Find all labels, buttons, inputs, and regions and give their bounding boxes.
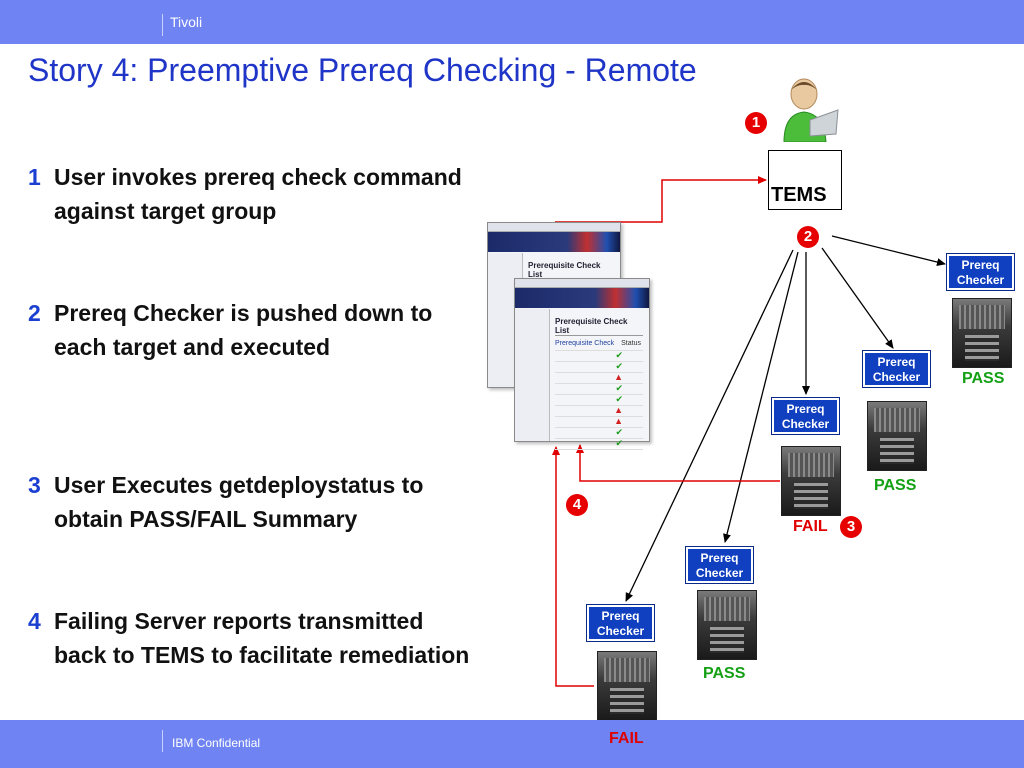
- status-fail-2-overlay: FAIL: [609, 730, 644, 747]
- step-number: 3: [28, 472, 41, 498]
- brand-label: Tivoli: [170, 14, 203, 30]
- confidential-label: IBM Confidential: [172, 736, 261, 750]
- status-fail-1: FAIL: [793, 518, 828, 535]
- checklist-heading: Prerequisite Check List: [555, 317, 643, 336]
- checklist-row: ✔: [555, 350, 643, 362]
- checklist-row: ▲: [555, 416, 643, 428]
- checker-label-line2: Checker: [695, 566, 744, 580]
- step-3: 3 User Executes getdeploystatus to obtai…: [28, 468, 478, 536]
- server-icon: [952, 298, 1012, 368]
- prereq-checker-3: Prereq Checker: [771, 397, 840, 435]
- checklist-row: ✔: [555, 394, 643, 406]
- tems-box: TEMS: [768, 150, 842, 210]
- badge-3: 3: [840, 516, 862, 538]
- checklist-row: ▲: [555, 372, 643, 384]
- status-pass-1: PASS: [962, 370, 1005, 387]
- checker-label-line1: Prereq: [961, 258, 1000, 272]
- tems-label: TEMS: [771, 184, 827, 206]
- server-icon: [867, 401, 927, 471]
- badge-1: 1: [745, 112, 767, 134]
- server-icon: [697, 590, 757, 660]
- footer-divider: [162, 730, 163, 752]
- checker-label-line1: Prereq: [601, 609, 640, 623]
- step-4: 4 Failing Server reports transmitted bac…: [28, 604, 478, 672]
- user-icon: [783, 78, 839, 142]
- server-icon: [781, 446, 841, 516]
- step-text: Prereq Checker is pushed down to each ta…: [54, 300, 433, 360]
- checker-label-line2: Checker: [956, 273, 1005, 287]
- console-banner: [515, 288, 649, 308]
- console-banner: [488, 232, 620, 252]
- step-number: 1: [28, 164, 41, 190]
- console-sidebar: [515, 309, 550, 441]
- checklist-col-status: Status: [621, 340, 641, 347]
- checker-label-line1: Prereq: [700, 551, 739, 565]
- step-number: 4: [28, 608, 41, 634]
- checker-label-line2: Checker: [781, 417, 830, 431]
- checklist-row: ▲: [555, 405, 643, 417]
- step-1: 1 User invokes prereq check command agai…: [28, 160, 478, 228]
- checklist-row: ✔: [555, 361, 643, 373]
- console-window-front: Prerequisite Check List Prerequisite Che…: [514, 278, 650, 450]
- prereq-checker-4: Prereq Checker: [685, 546, 754, 584]
- badge-4: 4: [566, 494, 588, 516]
- checklist-row: ✔: [555, 438, 643, 450]
- push-arrow-2: [821, 247, 894, 349]
- status-pass-2: PASS: [874, 477, 917, 494]
- status-pass-3: PASS: [703, 665, 746, 682]
- step-2: 2 Prereq Checker is pushed down to each …: [28, 296, 478, 364]
- step-text: Failing Server reports transmitted back …: [54, 608, 470, 668]
- invoke-arrow: [555, 176, 767, 223]
- checker-label-line2: Checker: [596, 624, 645, 638]
- header-divider: [162, 14, 163, 36]
- push-arrow-1: [831, 235, 946, 266]
- checker-label-line1: Prereq: [877, 355, 916, 369]
- slide-title: Story 4: Preemptive Prereq Checking - Re…: [28, 52, 697, 88]
- step-number: 2: [28, 300, 41, 326]
- prereq-checker-2: Prereq Checker: [862, 350, 931, 388]
- checklist-row: ✔: [555, 383, 643, 395]
- checker-label-line1: Prereq: [786, 402, 825, 416]
- step-text: User invokes prereq check command agains…: [54, 164, 462, 224]
- checker-label-line2: Checker: [872, 370, 921, 384]
- console-pane: Prerequisite Check List Prerequisite Che…: [555, 317, 643, 450]
- badge-2: 2: [797, 226, 819, 248]
- step-text: User Executes getdeploystatus to obtain …: [54, 472, 424, 532]
- checklist-row: ✔: [555, 427, 643, 439]
- footer-bar: IBM Confidential: [0, 720, 1024, 768]
- checklist-col-check: Prerequisite Check: [555, 340, 615, 347]
- fail-report-arrow-1: [576, 444, 780, 482]
- server-icon: [597, 651, 657, 721]
- fail-report-arrow-2: [552, 446, 594, 687]
- header-bar: Tivoli: [0, 0, 1024, 44]
- prereq-checker-1: Prereq Checker: [946, 253, 1015, 291]
- prereq-checker-5: Prereq Checker: [586, 604, 655, 642]
